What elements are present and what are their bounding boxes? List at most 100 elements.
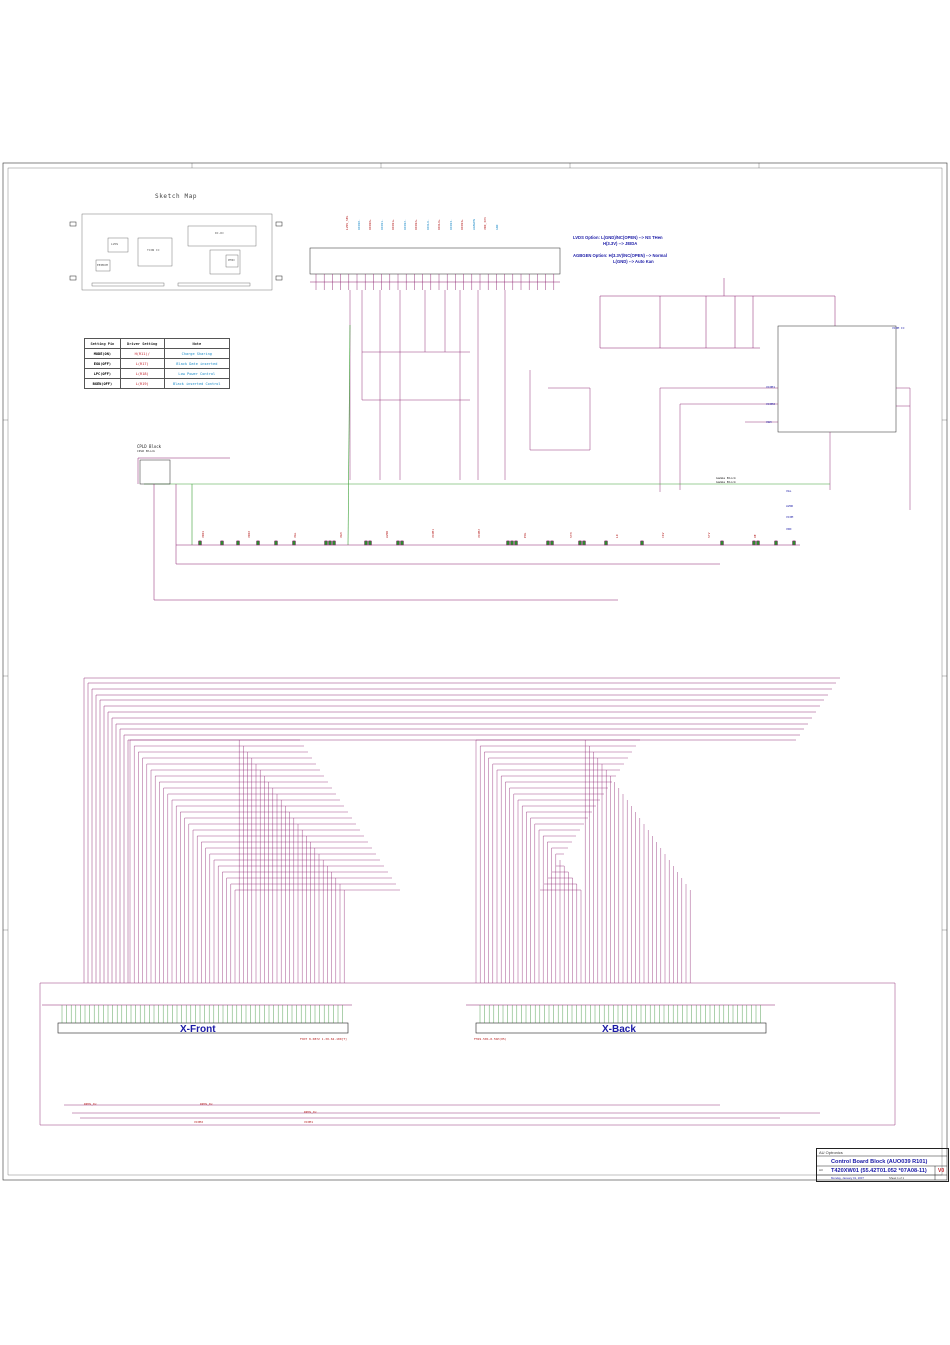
sheet-frame [2,162,948,1181]
bus-net-label: STH [569,532,573,538]
title-block-company: AU Optronics [819,1150,843,1155]
bus-pin [640,540,644,546]
connector-pins [61,1005,761,1023]
lvds-option-note: LVDS Option: L(GND)/NC(OPEN) --> NS THen… [573,235,663,246]
bottom-net-label: VCOM1 [304,1120,314,1124]
x-front-connector [42,1004,352,1034]
top-net-label: RXIN2- [402,219,407,230]
header-pin: Setting Pin [84,338,121,349]
right-net-label: VCOM [786,515,794,519]
bus-pin [774,540,778,546]
table-row: MODE(ON) H(R11)/ Charge Sharing [84,348,231,359]
title-block-frame [816,1155,947,1180]
table-row: EGO(OFF) L(R17) Black Date inserted [84,358,231,369]
bus-pin [396,540,400,546]
top-net-label: RXIN2+ [414,219,418,230]
top-net-label: RXIN0- [356,219,361,230]
right-net-label: VDD [786,527,792,531]
sketch-block-lvds: LVDS [111,242,119,246]
x-back-part: FH19-50S-0.5SH(05) [474,1037,507,1041]
bus-pin [198,540,202,546]
table-row: LPC(OFF) L(R18) Low Power Control [84,368,231,379]
bus-net-label: VGH [339,532,343,538]
header-driver: Driver Setting [119,338,165,349]
cpld-block-sub: CPLD Block [137,449,156,453]
bus-net-label: CKV [661,532,665,538]
sketch-mounting-holes [69,221,283,281]
driver-bus [137,457,800,601]
x-front-part: FOOT 8-0872 1-30-62-100[T] [300,1037,347,1041]
setting-pin: BGEN(OFF) [84,378,121,389]
bottom-net-label: RPOS_Dx [200,1102,213,1106]
setting-pin: MODE(ON) [84,348,121,359]
header-note: Note [163,338,231,349]
gamma-block-sub: Gamma Block [716,480,736,484]
frame-ticks [3,163,947,931]
bus-pin [514,540,518,546]
right-net-label: VCOM2 [766,402,776,406]
bus-pin [256,540,260,546]
bus-pin [220,540,224,546]
bus-pin [368,540,372,546]
title-block-document: T420XW01 (55.42T01.052 *07A08-11) [831,1168,927,1174]
agbgen-option-line1: AGBGEN Option: H(3.3V)/NC(OPEN) --> Norm… [573,253,667,258]
bus-net-label: OE [753,534,757,538]
bus-pin [720,540,724,546]
lvds-pins [315,274,555,290]
title-block-date: Monday, January 01, 2007 [831,1176,864,1180]
sketch-map [81,213,273,291]
sketch-block-eeprom: EEPROM [97,263,108,267]
gamma-block-label: Gamma Block [716,476,736,480]
driver-setting: L(R18) [119,368,165,379]
setting-note: Black Date inserted [163,358,231,369]
resistor-network [349,290,591,480]
driver-setting: H(R11)/ [119,348,165,359]
bus-net-label: VCOM1 [431,528,435,538]
bus-pin [274,540,278,546]
bus-pin [364,540,368,546]
bus-pin [546,540,550,546]
bus-pin [292,540,296,546]
bottom-net-label: RPOS_Dx [304,1110,317,1114]
bus-pin [752,540,756,546]
title-block-title: Control Board Block (AUO039 R101) [831,1159,928,1165]
bus-pin [578,540,582,546]
bus-net-label: VDD2 [247,530,251,538]
x-back-connector [466,1004,775,1034]
title-block-rev: V0 [938,1168,945,1174]
right-net-label: VGH [766,420,772,424]
bus-pin [510,540,514,546]
vcom-ic-label: VCOM IC [892,326,905,330]
bus-net-label: VCOM2 [477,528,481,538]
top-net-label: RXIN3- [448,219,453,230]
cpld-block-label: CPLD Block [137,444,162,449]
lvds-connector [309,247,561,283]
top-net-label: LVDS_SEL [345,215,349,230]
bottom-buses [39,982,896,1126]
agbgen-option-line2: L(GND) --> Auto Kan [613,258,654,264]
top-net-label: AGBGEN [471,219,476,230]
bus-net-label: POL [523,532,527,538]
driver-setting-table: Setting Pin Driver Setting Note MODE(ON)… [84,338,231,389]
title-block: AU Optronics Control Board Block (AUO039… [816,1148,949,1182]
sketch-block-pmic: PMIC [228,258,236,262]
sketch-block-tcon: TCON IC [147,248,160,252]
right-net-label: VCOM1 [766,385,776,389]
agbgen-option-note: AGBGEN Option: H(3.3V)/NC(OPEN) --> Norm… [573,253,667,264]
lvds-option-line2: H(3.3V) --> JEIDA [603,240,638,246]
setting-note: Low Power Control [163,368,231,379]
setting-table-header: Setting Pin Driver Setting Note [84,338,231,349]
bus-pin [582,540,586,546]
right-net-label: AVDD [786,504,794,508]
bottom-net-label: VCOM2 [194,1120,204,1124]
bus-pin [604,540,608,546]
bus-net-label: AVDD [385,530,389,538]
lvds-option-line1: LVDS Option: L(GND)/NC(OPEN) --> NS THen [573,235,663,240]
bus-pin [550,540,554,546]
back-fanout [475,739,691,983]
bus-pin [332,540,336,546]
title-block-sheet: Sheet 1 of 1 [889,1176,905,1180]
table-row: BGEN(OFF) L(R19) Black inserted Control [84,378,231,389]
setting-pin: LPC(OFF) [84,368,121,379]
